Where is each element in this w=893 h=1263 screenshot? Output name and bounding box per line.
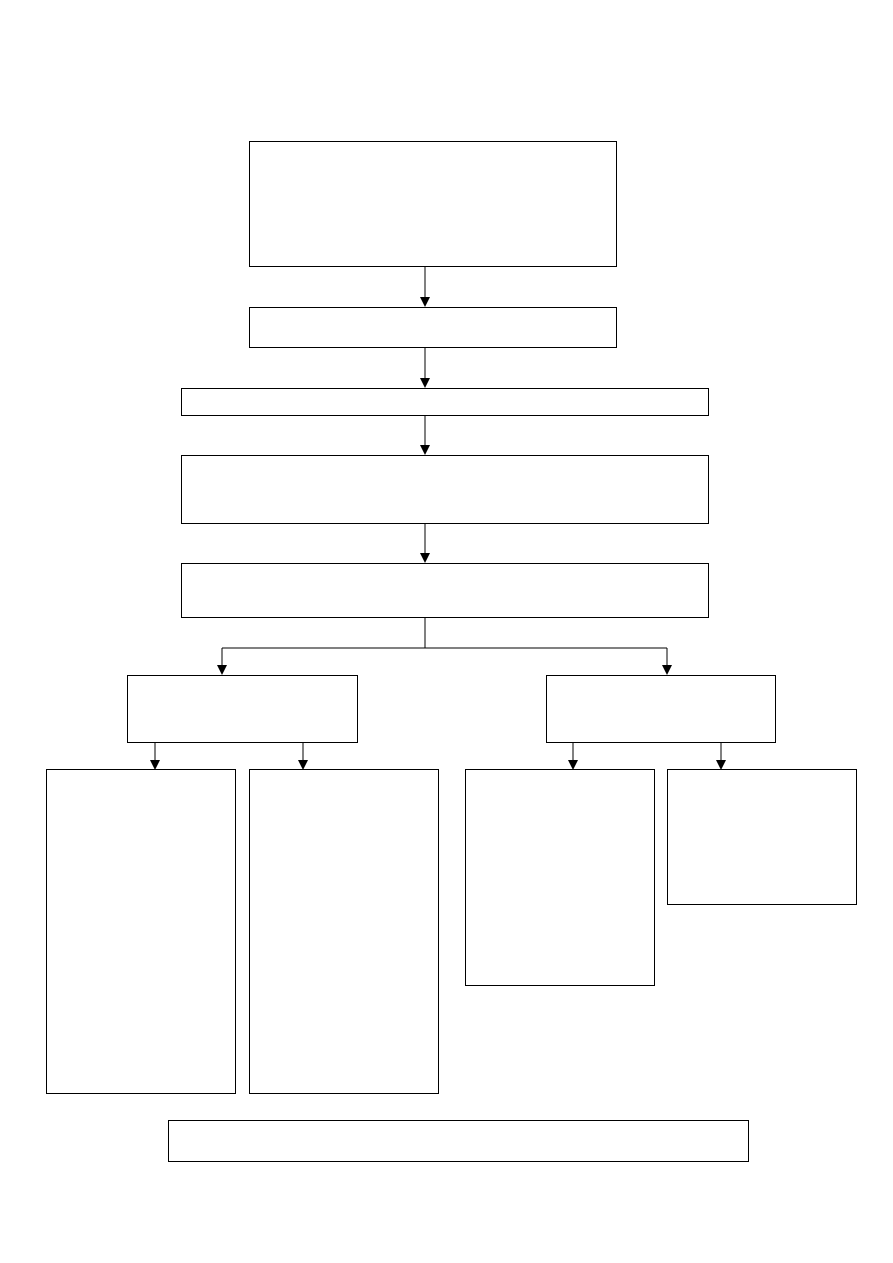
right-leaf-a-box <box>465 769 655 986</box>
right-leaf-b-box <box>667 769 857 905</box>
top-box <box>249 141 617 267</box>
arrowhead-icon <box>716 760 726 770</box>
left-leaf-b-box <box>249 769 439 1094</box>
left-branch-box <box>127 675 358 743</box>
step-4-box <box>181 455 709 524</box>
step-3-box <box>181 388 709 416</box>
step-5-box <box>181 563 709 618</box>
arrowhead-icon <box>298 760 308 770</box>
arrowhead-icon <box>420 553 430 563</box>
arrowhead-icon <box>420 297 430 307</box>
left-leaf-a-box <box>46 769 236 1094</box>
arrowhead-icon <box>150 760 160 770</box>
step-2-box <box>249 307 617 348</box>
arrowhead-icon <box>217 665 227 675</box>
arrowhead-icon <box>420 378 430 388</box>
arrowhead-icon <box>662 665 672 675</box>
footer-box <box>168 1120 749 1162</box>
right-branch-box <box>546 675 776 743</box>
arrowhead-icon <box>420 445 430 455</box>
arrowhead-icon <box>568 760 578 770</box>
